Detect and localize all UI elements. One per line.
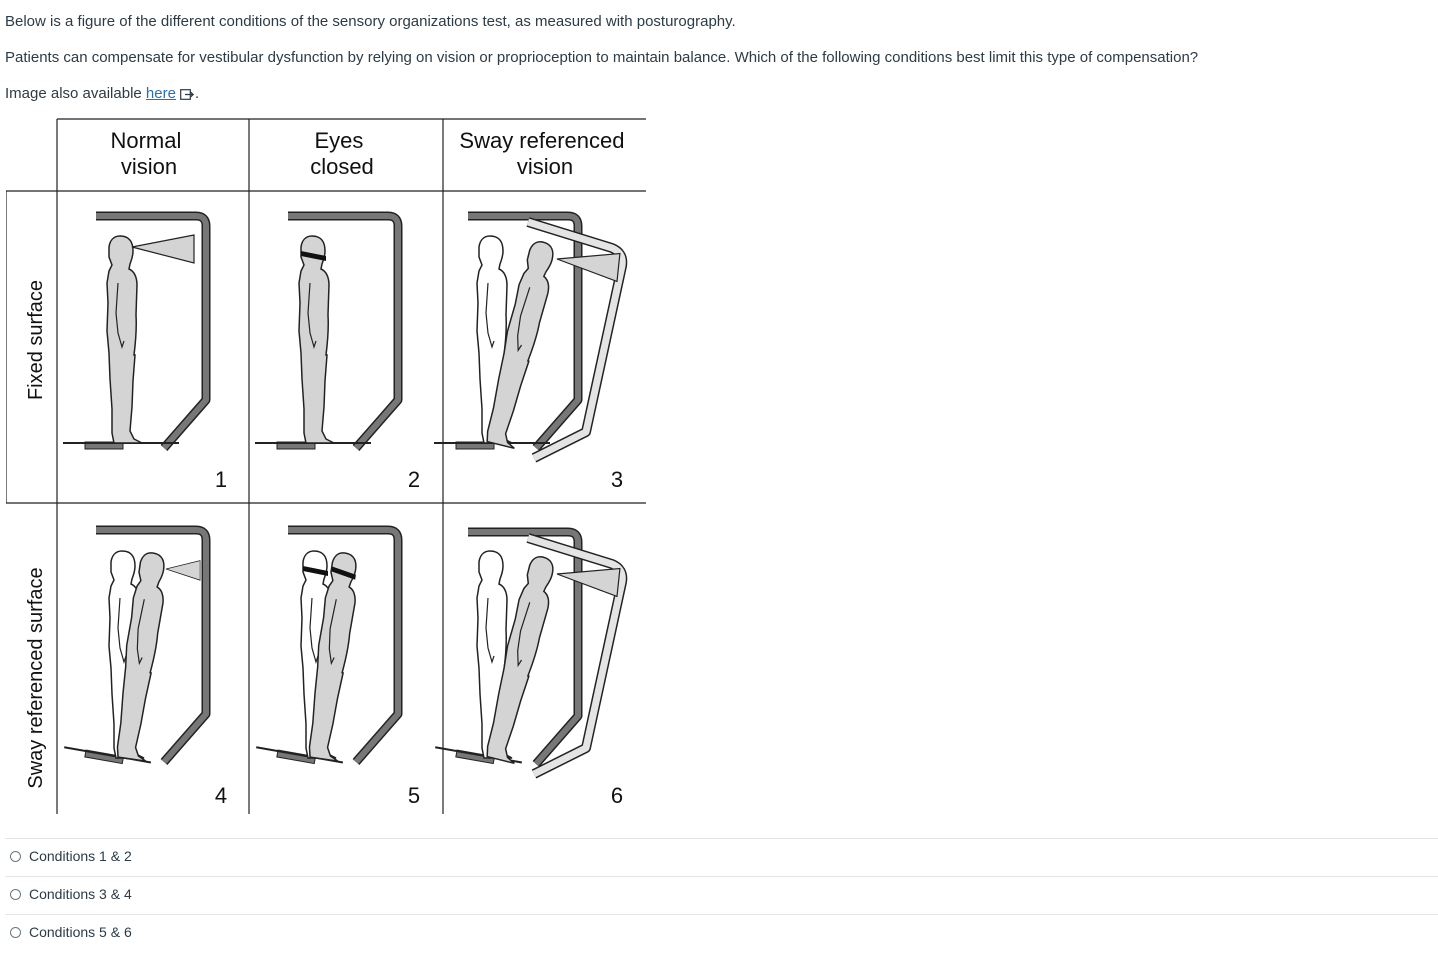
sensory-organization-figure[interactable]: Normal vision Eyes closed Sway reference… <box>6 118 646 814</box>
row-label-sway-referenced-surface: Sway referenced surface <box>25 567 47 788</box>
condition-number-5: 5 <box>408 783 420 808</box>
condition-number-4: 4 <box>215 783 227 808</box>
answer-option-2[interactable]: Conditions 3 & 4 <box>10 884 132 904</box>
condition-5-illustration <box>254 530 398 770</box>
answer-option-label: Conditions 1 & 2 <box>29 848 132 864</box>
condition-2-illustration <box>254 216 398 449</box>
column-header-normal-vision: Normal vision <box>110 128 187 179</box>
column-header-sway-referenced-vision: Sway referenced vision <box>459 128 630 179</box>
answer-option-1[interactable]: Conditions 1 & 2 <box>10 846 132 866</box>
radio-unchecked-icon[interactable] <box>10 888 21 900</box>
figure-grid <box>6 118 646 814</box>
image-note-suffix: . <box>194 85 200 102</box>
option-separator <box>5 876 1438 877</box>
external-link-icon[interactable] <box>180 88 195 100</box>
condition-number-3: 3 <box>611 467 623 492</box>
option-separator <box>5 838 1438 839</box>
image-note-prefix: Image also available <box>5 85 146 102</box>
row-label-fixed-surface: Fixed surface <box>25 280 47 400</box>
question-prompt: Patients can compensate for vestibular d… <box>5 49 1199 66</box>
radio-unchecked-icon[interactable] <box>10 926 21 938</box>
condition-6-illustration <box>433 532 622 774</box>
radio-unchecked-icon[interactable] <box>10 850 21 862</box>
option-separator <box>5 914 1438 915</box>
question-intro: Below is a figure of the different condi… <box>5 13 736 30</box>
condition-number-2: 2 <box>408 467 420 492</box>
image-link[interactable]: here <box>145 85 176 102</box>
column-header-eyes-closed: Eyes closed <box>310 128 374 179</box>
condition-number-6: 6 <box>611 783 623 808</box>
condition-number-1: 1 <box>215 467 227 492</box>
condition-4-illustration <box>62 530 206 770</box>
answer-option-label: Conditions 3 & 4 <box>29 886 132 902</box>
condition-1-illustration <box>62 216 206 449</box>
answer-option-3[interactable]: Conditions 5 & 6 <box>10 922 132 942</box>
condition-3-illustration <box>433 216 622 458</box>
answer-option-label: Conditions 5 & 6 <box>29 924 132 940</box>
image-availability-note: Image also available here. <box>5 84 199 104</box>
